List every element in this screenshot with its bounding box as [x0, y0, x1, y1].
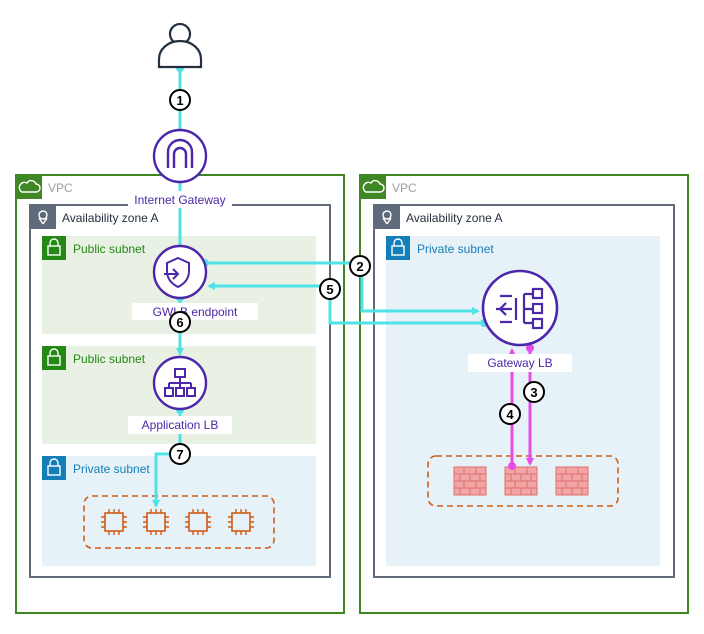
- flow-endpoint-dots-magenta: [508, 344, 534, 470]
- step-badge-7: 7: [169, 443, 191, 465]
- flow-2: [205, 261, 480, 315]
- left-private-subnet: Private subnet: [42, 456, 316, 566]
- step-badge-1: 1: [169, 89, 191, 111]
- svg-text:7: 7: [176, 447, 183, 462]
- right-availability-zone: Availability zone A: [373, 204, 675, 578]
- ec2-instance-group: [83, 495, 275, 549]
- gwlb-endpoint-icon: [152, 244, 208, 300]
- svg-text:3: 3: [530, 385, 537, 400]
- step-badge-6: 6: [169, 311, 191, 333]
- gateway-lb-label: Gateway LB: [487, 356, 552, 370]
- public-subnet-label: Public subnet: [73, 242, 146, 256]
- public-subnet-label: Public subnet: [73, 352, 146, 366]
- vpc-cloud-icon: [360, 175, 386, 199]
- firewall-icon: [555, 466, 589, 496]
- firewall-icon: [504, 466, 538, 496]
- step-badges: 1 2 3 4 5 6 7: [169, 89, 545, 465]
- svg-text:1: 1: [176, 93, 183, 108]
- private-subnet-label: Private subnet: [73, 462, 150, 476]
- ec2-instance-icon: [143, 509, 169, 535]
- label-backdrop: [128, 416, 232, 434]
- label-backdrop: [468, 354, 572, 372]
- flow-5: [207, 282, 484, 325]
- right-vpc: VPC: [359, 174, 689, 614]
- step-badge-3: 3: [523, 381, 545, 403]
- label-backdrop: [128, 191, 232, 208]
- ec2-instance-icon: [185, 509, 211, 535]
- application-lb-label: Application LB: [142, 418, 219, 432]
- subnet-lock-icon: [42, 346, 66, 370]
- private-subnet-label: Private subnet: [417, 242, 494, 256]
- gwlb-endpoint-label: GWLB endpoint: [153, 305, 238, 319]
- vpc-cloud-icon: [16, 175, 42, 199]
- svg-text:4: 4: [506, 407, 514, 422]
- vpc-label: VPC: [48, 181, 73, 195]
- internet-gateway-label: Internet Gateway: [134, 193, 225, 207]
- step-badge-2: 2: [349, 255, 371, 277]
- firewall-appliance-group: [427, 455, 619, 507]
- az-pin-icon: [374, 205, 400, 229]
- vpc-label: VPC: [392, 181, 417, 195]
- svg-text:2: 2: [356, 259, 363, 274]
- svg-text:6: 6: [176, 315, 183, 330]
- label-backdrop: [132, 303, 258, 320]
- step-badge-4: 4: [499, 403, 521, 425]
- az-pin-icon: [30, 205, 56, 229]
- step-badge-5: 5: [319, 278, 341, 300]
- az-label: Availability zone A: [406, 211, 503, 225]
- internet-gateway-icon: [152, 128, 208, 184]
- subnet-lock-icon: [42, 236, 66, 260]
- user-icon: [157, 22, 203, 69]
- gateway-lb-icon: [481, 269, 559, 347]
- az-label: Availability zone A: [62, 211, 159, 225]
- svg-text:5: 5: [326, 282, 333, 297]
- firewall-icon: [453, 466, 487, 496]
- ec2-instance-icon: [228, 509, 254, 535]
- application-lb-icon: [152, 355, 208, 411]
- subnet-lock-icon: [386, 236, 410, 260]
- subnet-lock-icon: [42, 456, 66, 480]
- ec2-instance-icon: [101, 509, 127, 535]
